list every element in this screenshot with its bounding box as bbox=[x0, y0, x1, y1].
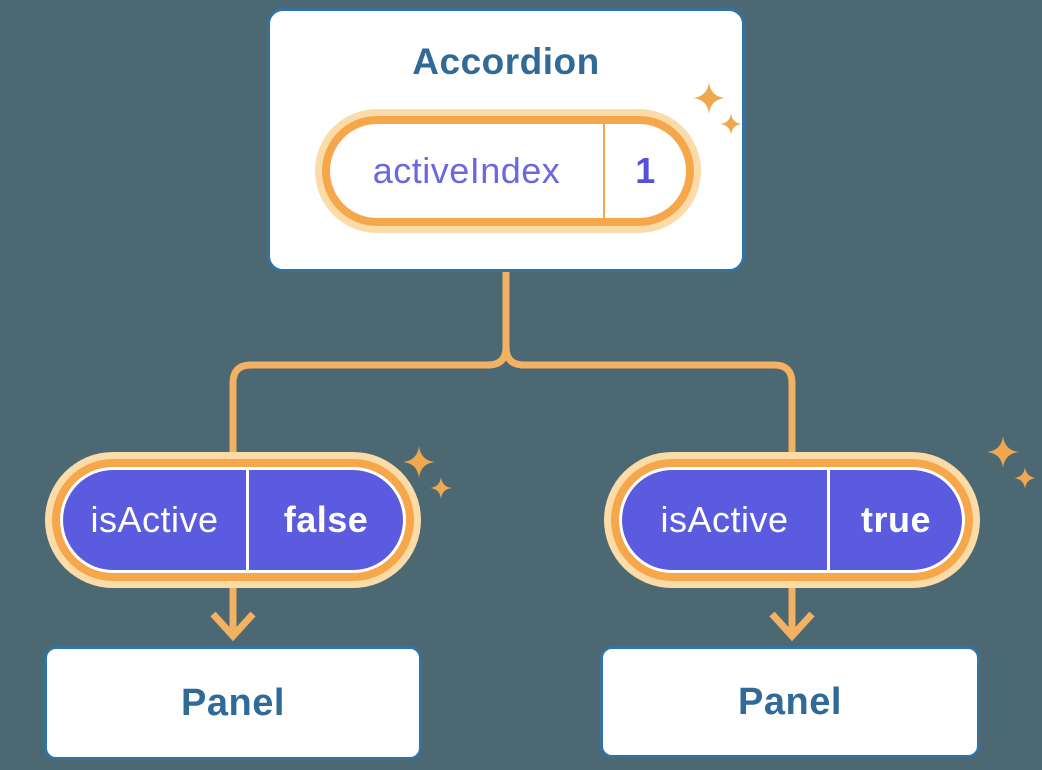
state-label: isActive bbox=[660, 499, 789, 540]
panel-label: Panel bbox=[738, 680, 842, 723]
sparkle-icon bbox=[693, 82, 742, 135]
sparkle-icon bbox=[987, 436, 1036, 489]
accordion-title: Accordion bbox=[412, 41, 600, 82]
pill-divider bbox=[603, 124, 605, 218]
active-index-state-pill: activeIndex 1 bbox=[330, 124, 686, 218]
pill-divider bbox=[246, 470, 249, 570]
is-active-state-pill-right: isActive true bbox=[622, 470, 962, 570]
state-value: false bbox=[283, 499, 369, 540]
pill-divider bbox=[827, 470, 830, 570]
accordion-card: Accordion activeIndex 1 bbox=[267, 8, 745, 272]
state-value: true bbox=[860, 499, 931, 540]
state-value: 1 bbox=[635, 150, 656, 191]
state-label: activeIndex bbox=[372, 150, 561, 191]
arrow-down-icon bbox=[769, 611, 815, 642]
panel-label: Panel bbox=[181, 681, 285, 724]
panel-card-left: Panel bbox=[44, 646, 422, 760]
sparkle-icon bbox=[403, 446, 452, 499]
state-label: isActive bbox=[90, 499, 219, 540]
is-active-state-pill-left: isActive false bbox=[63, 470, 403, 570]
panel-card-right: Panel bbox=[600, 646, 980, 758]
connector-left-branch bbox=[229, 271, 510, 633]
arrow-down-icon bbox=[210, 611, 256, 642]
connector-right-branch bbox=[502, 271, 796, 633]
